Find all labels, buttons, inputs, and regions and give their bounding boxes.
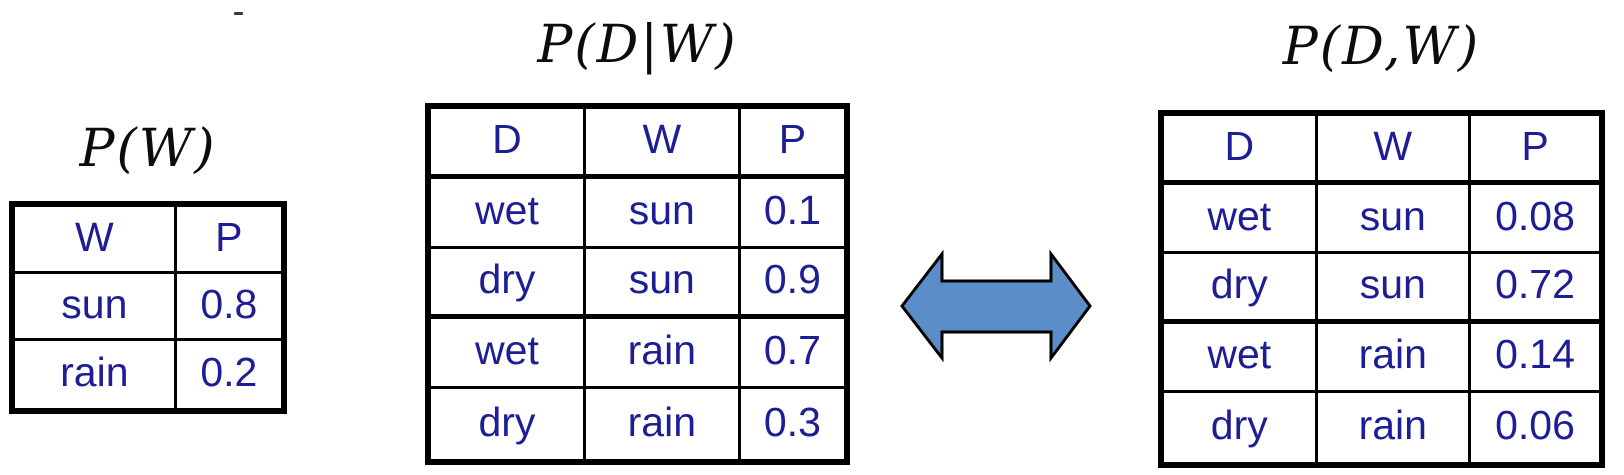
table-cell: dry	[431, 389, 586, 459]
table-cell: 0.7	[740, 319, 844, 389]
table-cell: sun	[585, 249, 741, 319]
header-cell: P	[1471, 116, 1599, 186]
table-title-joint: P(D,W)	[1282, 17, 1481, 77]
table-cell: 0.3	[763, 398, 821, 445]
table-cell: rain	[1317, 323, 1472, 393]
equivalence-arrow	[898, 250, 1094, 362]
table-title-prior: P(W)	[79, 119, 217, 179]
header-cell: W	[1317, 116, 1472, 186]
prior-table: W P sun 0.8 rain 0.2	[9, 201, 287, 414]
table-cell: wet	[1164, 185, 1318, 255]
joint-table: D W P wet sun 0.08 dry sun 0.72 wet rain…	[1158, 110, 1605, 468]
stray-dash-mark	[234, 12, 243, 15]
table-title-conditional: P(D|W)	[537, 15, 738, 75]
table-cell: 0.72	[1471, 254, 1599, 324]
table-cell: sun	[585, 179, 741, 249]
table-cell: rain	[585, 319, 741, 389]
header-cell: P	[176, 207, 281, 274]
table-cell: 0.1	[740, 179, 844, 249]
header-cell: D	[1164, 116, 1318, 186]
table-cell: wet	[431, 319, 586, 389]
table-cell: rain	[586, 389, 741, 459]
table-cell: sun	[1317, 254, 1472, 324]
double-arrow-icon	[900, 250, 1092, 362]
table-cell: dry	[1164, 392, 1318, 462]
header-cell: P	[740, 109, 844, 179]
table-cell: 0.08	[1471, 185, 1599, 255]
table-cell: sun	[15, 274, 177, 341]
table-cell: rain	[15, 341, 177, 408]
header-cell: W	[15, 207, 177, 274]
table-cell: 0.14	[1471, 324, 1599, 393]
table-cell: dry	[1164, 254, 1318, 324]
header-cell: W	[585, 109, 741, 179]
table-cell: sun	[1317, 185, 1472, 255]
table-cell: wet	[431, 179, 586, 249]
table-cell: 0.8	[176, 274, 281, 341]
double-arrow-shape	[900, 250, 1092, 362]
table-cell: 0.2	[200, 349, 258, 395]
conditional-table: D W P wet sun 0.1 dry sun 0.9 wet rain 0…	[425, 103, 850, 465]
table-cell: rain	[1318, 392, 1472, 462]
table-cell: 0.9	[740, 249, 844, 319]
table-cell: dry	[431, 249, 586, 319]
table-cell: wet	[1164, 323, 1318, 393]
header-cell: D	[431, 109, 586, 179]
table-cell: 0.06	[1495, 401, 1575, 448]
